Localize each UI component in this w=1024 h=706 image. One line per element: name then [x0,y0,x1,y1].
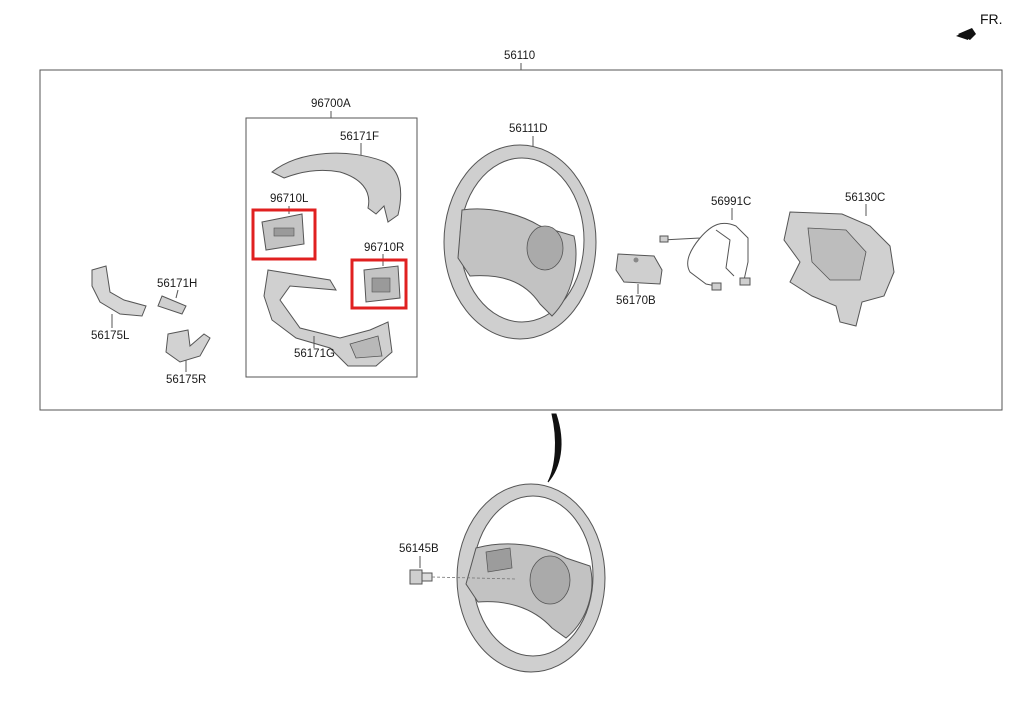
part-56111D-shape [443,136,597,340]
label-96700A: 96700A [311,98,351,110]
part-56171H-shape [157,289,187,315]
label-56171G: 56171G [294,348,335,360]
part-56175L-shape [91,265,147,328]
part-96710L-shape [251,206,317,261]
highlight-96710L [251,208,317,261]
front-arrow-icon [956,28,976,40]
highlight-96710R [350,258,408,310]
part-56130C-shape [783,204,895,327]
label-56175R: 56175R [166,374,207,386]
label-56991C: 56991C [711,196,752,208]
part-56175R-shape [165,329,211,372]
label-96710R: 96710R [364,242,405,254]
label-56130C: 56130C [845,192,886,204]
part-56991C-shape [659,208,751,291]
assembly-connector [547,413,562,483]
label-56175L: 56175L [91,330,130,342]
label-56171F: 56171F [340,131,380,143]
label-96710L: 96710L [270,193,309,205]
direction-label: FR. [980,11,1003,27]
label-56171H: 56171H [157,278,198,290]
part-96710R-shape [350,254,408,310]
part-56170B-shape [615,253,663,294]
part-56145B-shape [409,556,517,585]
label-56111D: 56111D [509,123,548,135]
part-56171G-shape [263,269,393,367]
steering-wheel-assembly-shape [456,483,606,673]
label-56145B: 56145B [399,543,439,555]
label-56170B: 56170B [616,295,656,307]
label-56110: 56110 [504,50,536,62]
part-56171F-shape [271,143,402,223]
